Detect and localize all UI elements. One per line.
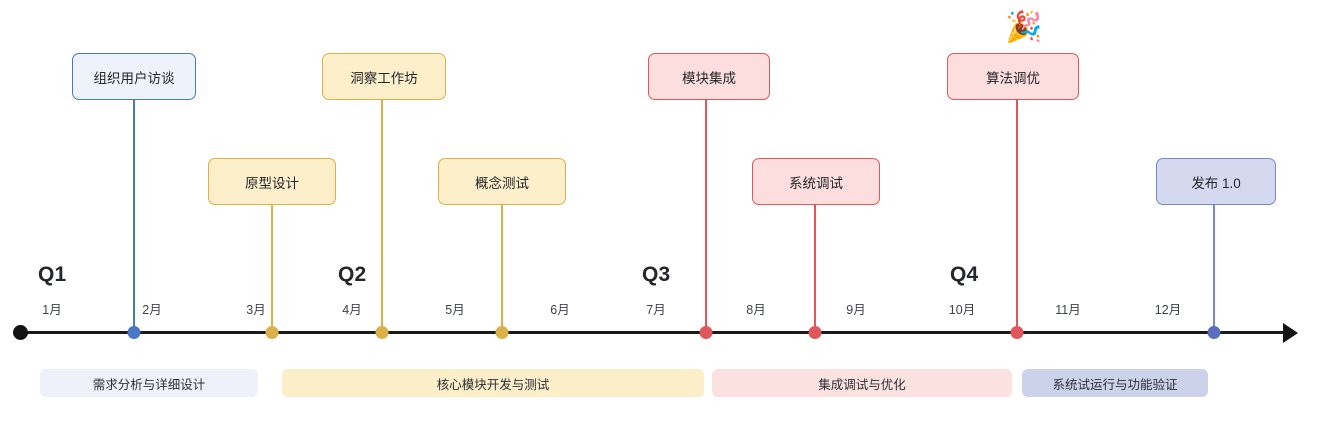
milestone-connector-line (705, 100, 707, 333)
timeline-arrow-head-icon (1283, 323, 1298, 343)
month-label: 8月 (746, 303, 766, 317)
month-label: 7月 (646, 303, 666, 317)
phase-bar[interactable]: 核心模块开发与测试 (282, 369, 704, 397)
month-label: 1月 (42, 303, 62, 317)
milestone-connector-line (133, 100, 135, 333)
milestone-label: 组织用户访谈 (93, 70, 175, 86)
milestone-node-dot[interactable] (808, 326, 822, 339)
quarter-label: Q2 (338, 263, 367, 286)
phase-label: 需求分析与详细设计 (92, 377, 206, 392)
milestone-box[interactable]: 概念测试 (438, 158, 566, 205)
milestone-connector-line (1016, 100, 1018, 333)
milestone-connector-line (1213, 205, 1215, 333)
milestone-node-dot[interactable] (1010, 326, 1024, 339)
phase-bar[interactable]: 需求分析与详细设计 (40, 369, 258, 397)
milestone-box[interactable]: 组织用户访谈 (72, 53, 196, 100)
phase-label: 集成调试与优化 (818, 377, 906, 392)
milestone-node-dot[interactable] (375, 326, 389, 339)
celebration-emoji-icon: 🎉 (1005, 11, 1043, 44)
milestone-label: 模块集成 (682, 70, 736, 86)
milestone-box[interactable]: 模块集成 (648, 53, 770, 100)
milestone-connector-line (814, 205, 816, 333)
month-label: 10月 (948, 303, 976, 317)
phase-bar[interactable]: 系统试运行与功能验证 (1022, 369, 1208, 397)
quarter-label: Q3 (642, 263, 671, 286)
milestone-node-dot[interactable] (127, 326, 141, 339)
milestone-label: 发布 1.0 (1191, 175, 1241, 191)
phase-label: 核心模块开发与测试 (436, 377, 550, 392)
milestone-connector-line (501, 205, 503, 333)
month-label: 3月 (246, 303, 266, 317)
milestone-node-dot[interactable] (1207, 326, 1221, 339)
milestone-label: 洞察工作坊 (350, 70, 418, 86)
milestone-label: 算法调优 (986, 70, 1040, 86)
milestone-node-dot[interactable] (495, 326, 509, 339)
milestone-label: 概念测试 (475, 175, 529, 191)
milestone-box[interactable]: 洞察工作坊 (322, 53, 446, 100)
month-label: 4月 (342, 303, 362, 317)
milestone-label: 系统调试 (789, 175, 843, 191)
timeline-axis (20, 331, 1286, 334)
month-label: 6月 (550, 303, 570, 317)
month-label: 11月 (1055, 303, 1081, 317)
milestone-node-dot[interactable] (265, 326, 279, 339)
milestone-box[interactable]: 原型设计 (208, 158, 336, 205)
quarter-label: Q4 (950, 263, 979, 286)
milestone-box[interactable]: 算法调优 (947, 53, 1079, 100)
milestone-box[interactable]: 系统调试 (752, 158, 880, 205)
timeline-start-dot (13, 325, 28, 340)
month-label: 5月 (445, 303, 465, 317)
milestone-connector-line (381, 100, 383, 333)
phase-bar[interactable]: 集成调试与优化 (712, 369, 1012, 397)
month-label: 9月 (846, 303, 866, 317)
quarter-label: Q1 (38, 263, 67, 286)
month-label: 2月 (142, 303, 162, 317)
month-label: 12月 (1154, 303, 1182, 317)
milestone-connector-line (271, 205, 273, 333)
milestone-node-dot[interactable] (699, 326, 713, 339)
milestone-box[interactable]: 发布 1.0 (1156, 158, 1276, 205)
phase-label: 系统试运行与功能验证 (1052, 377, 1178, 392)
milestone-label: 原型设计 (245, 175, 299, 191)
